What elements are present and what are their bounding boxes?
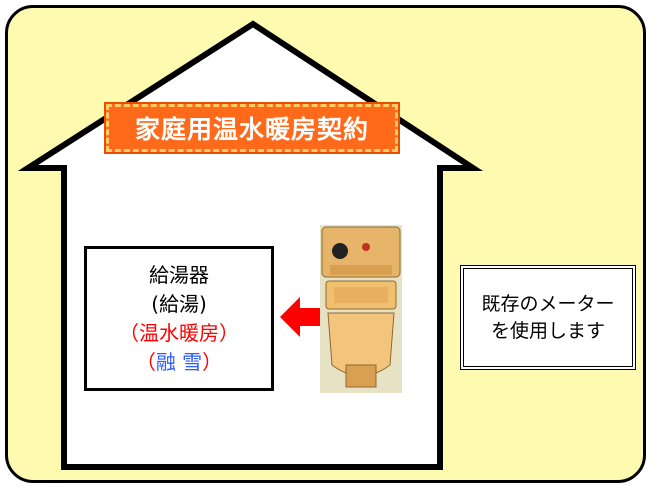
contract-label: 家庭用温水暖房契約 bbox=[134, 115, 369, 144]
heater-title: 給湯器 bbox=[149, 262, 209, 287]
heater-line-heating: （温水暖房） bbox=[119, 320, 239, 345]
gas-meter-icon bbox=[320, 225, 402, 393]
water-heater-box: 給湯器 (給湯) （温水暖房） （融 雪） bbox=[84, 246, 274, 391]
arrow-left-icon bbox=[280, 297, 322, 337]
note-line-1: 既存のメーター bbox=[481, 292, 615, 315]
meter-note: 既存のメーター を使用します bbox=[460, 265, 636, 370]
note-line-2: を使用します bbox=[490, 319, 605, 342]
contract-badge: 家庭用温水暖房契約 bbox=[104, 102, 400, 154]
heater-line-supply: (給湯) bbox=[151, 291, 207, 316]
heater-line-snow: （融 雪） bbox=[135, 349, 223, 374]
